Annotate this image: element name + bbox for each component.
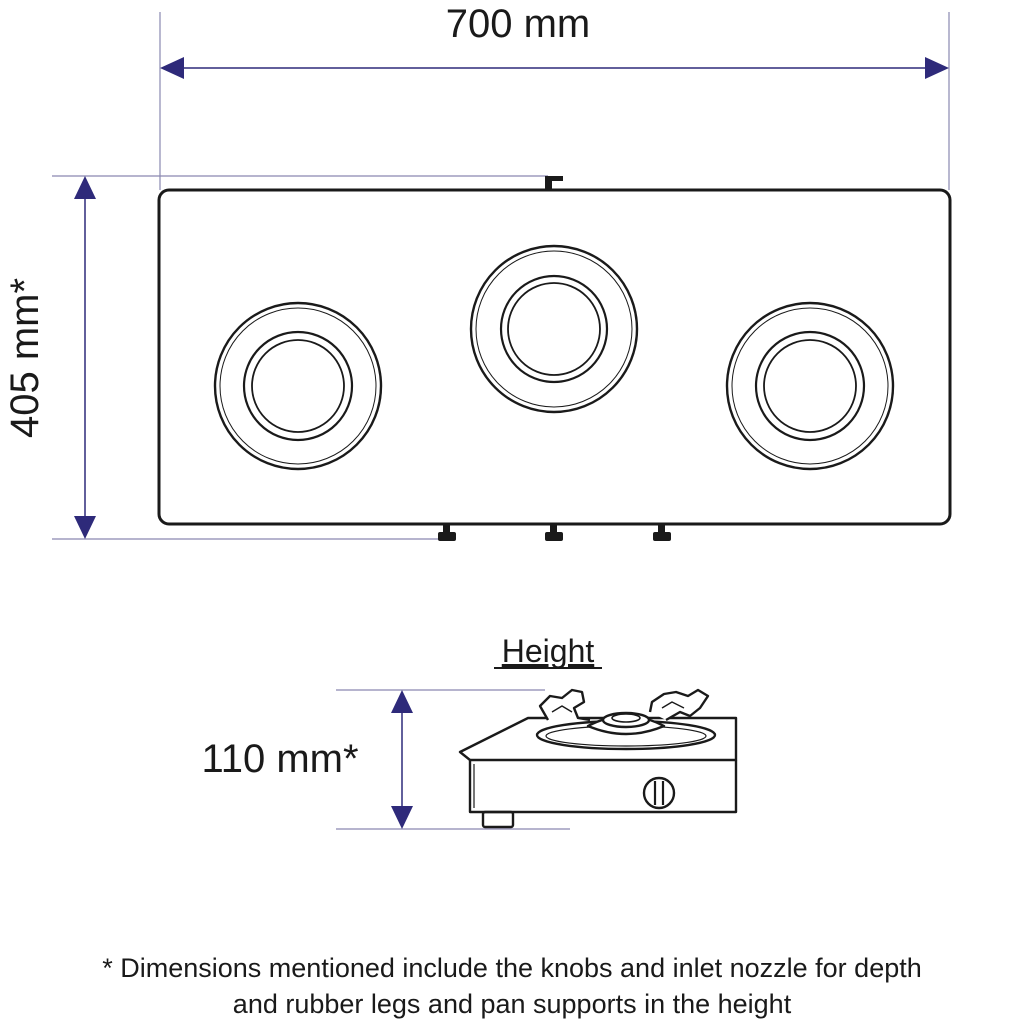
width-dimension: 700 mm	[159, 2, 950, 190]
pan-support-left-icon	[538, 688, 591, 722]
cooktop-top-view-icon	[157, 176, 952, 541]
height-heading: Height	[502, 633, 595, 669]
footnote-line-2: and rubber legs and pan supports in the …	[232, 989, 792, 1019]
dimensions-footnote: * Dimensions mentioned include the knobs…	[0, 950, 1024, 1022]
width-label: 700 mm	[446, 2, 591, 46]
center-burner-icon	[469, 244, 639, 414]
height-arrow-up-icon	[391, 690, 413, 713]
height-dimension: 110 mm*	[201, 689, 570, 830]
depth-arrow-down-icon	[74, 516, 96, 539]
left-burner-icon	[213, 301, 383, 471]
height-arrow-down-icon	[391, 806, 413, 829]
footnote-line-1: * Dimensions mentioned include the knobs…	[102, 953, 922, 983]
side-knob-icon	[642, 776, 676, 810]
height-label: 110 mm*	[201, 737, 358, 781]
knob-left-icon	[438, 524, 456, 541]
knob-right-icon	[653, 524, 671, 541]
cooktop-side-view-icon	[458, 688, 738, 829]
depth-dimension: 405 mm*	[3, 175, 548, 540]
inlet-nozzle-icon	[545, 176, 563, 190]
right-burner-icon	[725, 301, 895, 471]
depth-label: 405 mm*	[3, 278, 47, 438]
depth-arrow-up-icon	[74, 176, 96, 199]
width-arrow-right-icon	[925, 57, 949, 79]
width-arrow-left-icon	[160, 57, 184, 79]
knob-center-icon	[545, 524, 563, 541]
cooktop-glass-outline	[157, 188, 952, 526]
pan-support-right-icon	[648, 688, 710, 722]
